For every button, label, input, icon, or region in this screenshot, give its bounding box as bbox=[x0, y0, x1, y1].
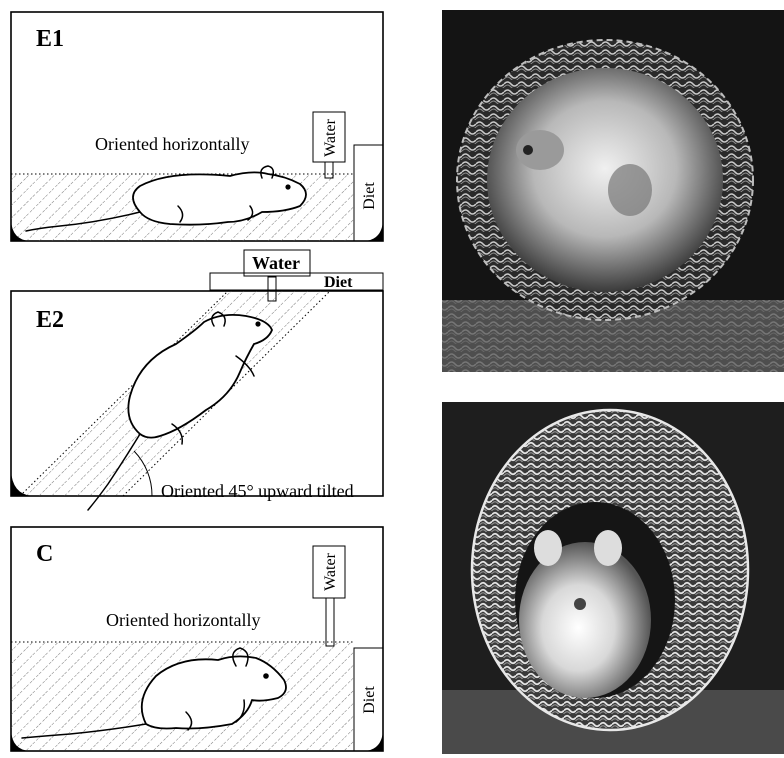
panel-id-e2: E2 bbox=[36, 307, 64, 333]
panel-id-e1: E1 bbox=[36, 26, 64, 52]
orientation-label-e1: Oriented horizontally bbox=[95, 134, 249, 154]
orientation-label-c: Oriented horizontally bbox=[106, 610, 260, 630]
panel-c: Diet Water C Oriented horizontally bbox=[11, 527, 383, 751]
panel-id-c: C bbox=[36, 541, 53, 567]
diet-label-e2: Diet bbox=[324, 274, 353, 291]
diet-label-e1: Diet bbox=[361, 182, 378, 210]
corner-shade-right-e1 bbox=[364, 220, 383, 241]
rat-eye-e1 bbox=[285, 184, 290, 189]
hamster-2-body bbox=[519, 542, 651, 698]
hamster-1-body bbox=[487, 68, 723, 292]
hamster-2-ear-right bbox=[594, 530, 622, 566]
rat-eye-e2 bbox=[255, 321, 260, 326]
corner-shade-right-c bbox=[364, 730, 383, 751]
water-label-e1: Water bbox=[322, 118, 339, 156]
hamster-1-eye bbox=[523, 145, 533, 155]
orientation-label-e2: Oriented 45° upward tilted bbox=[161, 481, 354, 501]
water-spout-c bbox=[326, 598, 334, 646]
water-label-e2: Water bbox=[252, 253, 300, 273]
water-label-c: Water bbox=[322, 552, 339, 590]
rat-eye-c bbox=[263, 673, 269, 679]
hamster-2-ear-left bbox=[534, 530, 562, 566]
photo-hamster-basket-front bbox=[442, 402, 784, 754]
hamster-2-nose bbox=[574, 598, 586, 610]
hamster-1-curl bbox=[608, 164, 652, 216]
photo-hamster-basket-side bbox=[442, 10, 784, 372]
diet-label-c: Diet bbox=[361, 686, 378, 714]
panel-e1: Diet Water E1 Oriented horizontally bbox=[11, 12, 383, 241]
panel-e2: E2 Oriented 45° upward tilted bbox=[11, 291, 383, 510]
